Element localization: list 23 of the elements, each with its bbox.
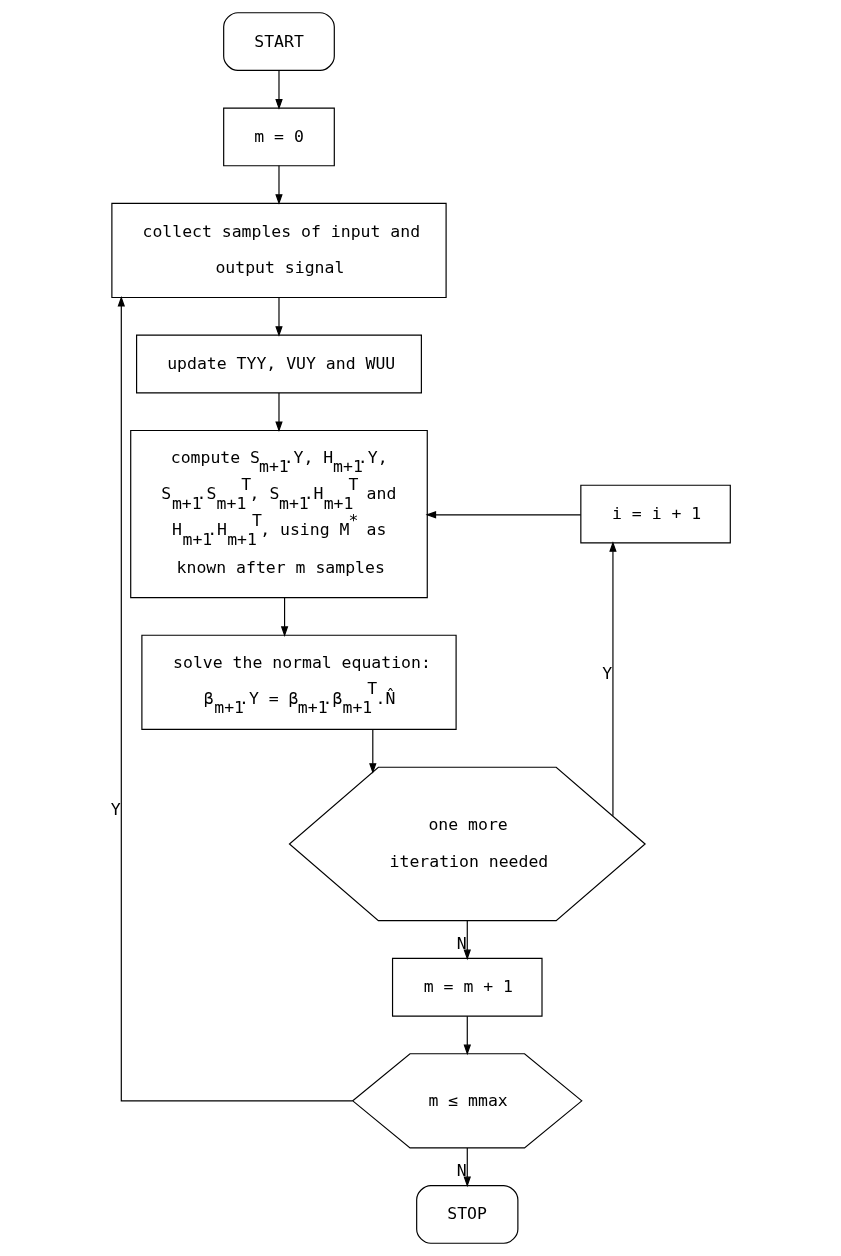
arrow xyxy=(463,1015,471,1056)
arrow xyxy=(463,1147,471,1188)
edge-label: Y xyxy=(602,664,613,684)
node-box: m = 0 xyxy=(223,107,335,167)
arrow xyxy=(275,165,283,205)
node-box: i = i + 1 xyxy=(580,484,731,544)
node-box: STOP xyxy=(416,1185,519,1244)
edge-label: Y xyxy=(110,799,121,819)
arrow xyxy=(280,597,289,637)
node-box: collect samples of input and output signal xyxy=(111,202,447,299)
arrow xyxy=(275,70,283,110)
arrow xyxy=(609,541,617,817)
arrow xyxy=(425,511,582,519)
edge-label: N xyxy=(456,933,467,953)
arrow xyxy=(275,297,283,337)
arrow xyxy=(275,392,283,433)
node-box: START xyxy=(223,12,335,71)
edge-label: N xyxy=(456,1160,467,1180)
node-box: update TYY, VUY and WUU xyxy=(136,334,422,394)
node-box: m = m + 1 xyxy=(391,957,543,1017)
arrow xyxy=(463,920,471,961)
arrow xyxy=(369,728,377,774)
arrow xyxy=(117,295,354,1102)
